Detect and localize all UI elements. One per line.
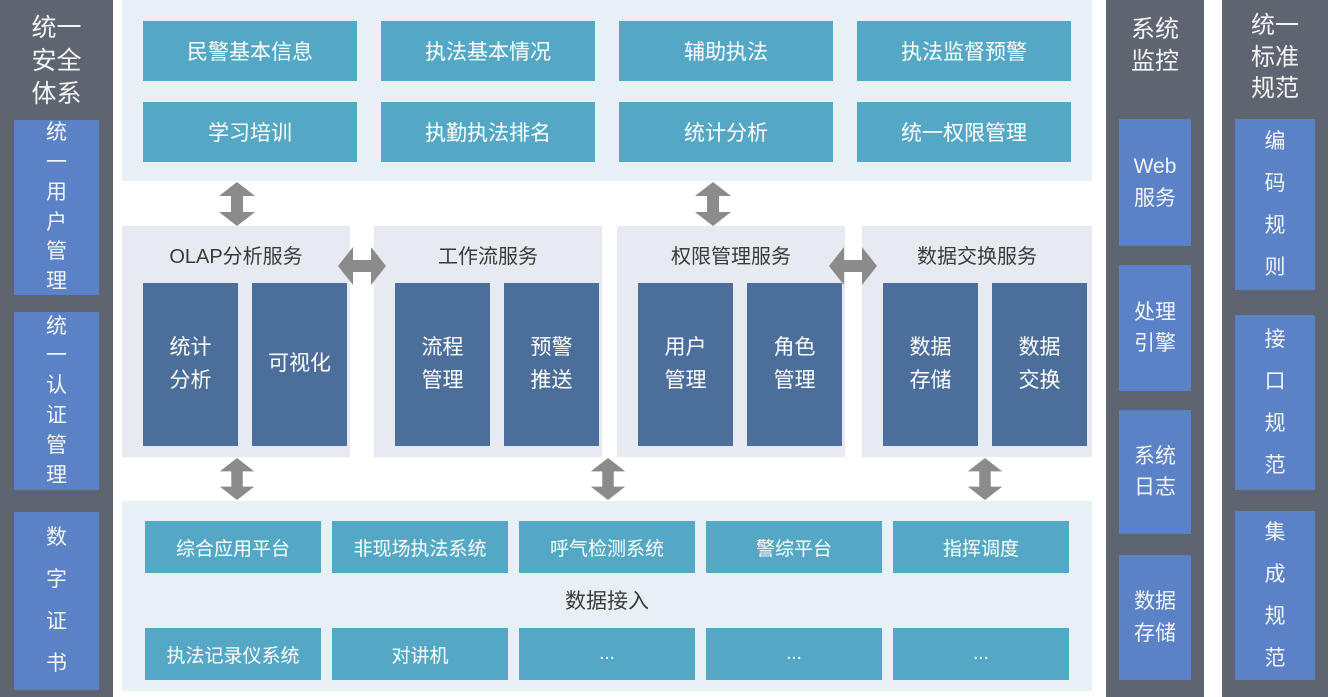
standards-column-title: 统一 标准 规范: [1251, 12, 1299, 103]
standards-item-interface-spec: 接口规范: [1235, 315, 1315, 490]
security-item-user-management: 统一用户管理: [14, 120, 99, 295]
vertical-double-arrow-icon: [590, 458, 626, 500]
app-block-learning-training: 学习培训: [143, 102, 357, 162]
app-block-permission-management: 统一权限管理: [857, 102, 1071, 162]
source-ellipsis: ...: [893, 628, 1069, 680]
vertical-double-arrow-icon: [219, 458, 255, 500]
security-column-title: 统一 安全 体系: [31, 14, 82, 108]
vertical-double-arrow-icon: [967, 458, 1003, 500]
data-access-section: 综合应用平台 非现场执法系统 呼气检测系统 警综平台 指挥调度 数据接入 执法记…: [122, 501, 1092, 691]
standards-item-label: 接口规范: [1264, 327, 1286, 477]
module-visualization: 可视化: [252, 283, 347, 446]
source-intercom: 对讲机: [332, 628, 508, 680]
panel-olap-service: OLAP分析服务 统计 分析 可视化: [122, 226, 350, 457]
source-ellipsis: ...: [706, 628, 882, 680]
application-layer-section: 民警基本信息 执法基本情况 辅助执法 执法监督预警 学习培训 执勤执法排名 统计…: [122, 0, 1092, 181]
vertical-double-arrow-icon: [695, 182, 731, 226]
source-command-dispatch: 指挥调度: [893, 521, 1069, 573]
horizontal-double-arrow-icon: [338, 247, 386, 285]
security-item-label: 统一用户管理: [46, 121, 67, 294]
standards-item-label: 集成规范: [1264, 520, 1286, 670]
monitor-item-system-log: 系统 日志: [1119, 410, 1191, 534]
standards-item-label: 编码规则: [1264, 129, 1286, 279]
source-integrated-app-platform: 综合应用平台: [145, 521, 321, 573]
app-block-duty-ranking: 执勤执法排名: [381, 102, 595, 162]
source-breath-test-system: 呼气检测系统: [519, 521, 695, 573]
monitor-item-data-storage: 数据 存储: [1119, 555, 1191, 680]
monitor-item-process-engine: 处理 引擎: [1119, 265, 1191, 391]
panel-title: 权限管理服务: [671, 246, 791, 268]
panel-permission-service: 权限管理服务 用户 管理 角色 管理: [617, 226, 845, 457]
module-user-management: 用户 管理: [638, 283, 733, 446]
app-block-statistics-analysis: 统计分析: [619, 102, 833, 162]
module-warning-push: 预警 推送: [504, 283, 599, 446]
monitor-item-web-service: Web 服务: [1119, 119, 1191, 246]
access-source-row-2: 执法记录仪系统 对讲机 ... ... ...: [122, 628, 1092, 680]
standards-item-coding-rules: 编码规则: [1235, 119, 1315, 290]
security-item-label: 数字证书: [46, 526, 67, 675]
app-block-supervision-warning: 执法监督预警: [857, 21, 1071, 81]
module-data-storage: 数据 存储: [883, 283, 978, 446]
module-role-management: 角色 管理: [747, 283, 842, 446]
app-block-police-basic-info: 民警基本信息: [143, 21, 357, 81]
module-statistics-analysis: 统计 分析: [143, 283, 238, 446]
standards-item-integration-spec: 集成规范: [1235, 511, 1315, 680]
source-body-camera-system: 执法记录仪系统: [145, 628, 321, 680]
panel-title: 数据交换服务: [917, 246, 1037, 268]
panel-workflow-service: 工作流服务 流程 管理 预警 推送: [374, 226, 602, 457]
security-item-digital-certificate: 数字证书: [14, 512, 99, 690]
module-process-management: 流程 管理: [395, 283, 490, 446]
security-item-label: 统一认证管理: [46, 314, 67, 487]
app-block-assisted-enforcement: 辅助执法: [619, 21, 833, 81]
panel-title: OLAP分析服务: [169, 246, 303, 268]
standards-column: 统一 标准 规范 编码规则 接口规范 集成规范: [1222, 0, 1328, 697]
access-source-row-1: 综合应用平台 非现场执法系统 呼气检测系统 警综平台 指挥调度: [122, 521, 1092, 573]
system-monitor-column: 系统 监控 Web 服务 处理 引擎 系统 日志 数据 存储: [1106, 0, 1204, 697]
security-column: 统一 安全 体系 统一用户管理 统一认证管理 数字证书: [0, 0, 113, 697]
app-block-enforcement-basic-info: 执法基本情况: [381, 21, 595, 81]
source-ellipsis: ...: [519, 628, 695, 680]
data-access-title: 数据接入: [565, 590, 649, 613]
source-offsite-enforcement: 非现场执法系统: [332, 521, 508, 573]
horizontal-double-arrow-icon: [829, 247, 877, 285]
system-monitor-title: 系统 监控: [1131, 16, 1179, 75]
security-item-auth-management: 统一认证管理: [14, 312, 99, 490]
panel-title: 工作流服务: [438, 246, 538, 268]
module-data-exchange: 数据 交换: [992, 283, 1087, 446]
vertical-double-arrow-icon: [219, 182, 255, 226]
panel-data-exchange-service: 数据交换服务 数据 存储 数据 交换: [862, 226, 1092, 457]
source-police-platform: 警综平台: [706, 521, 882, 573]
